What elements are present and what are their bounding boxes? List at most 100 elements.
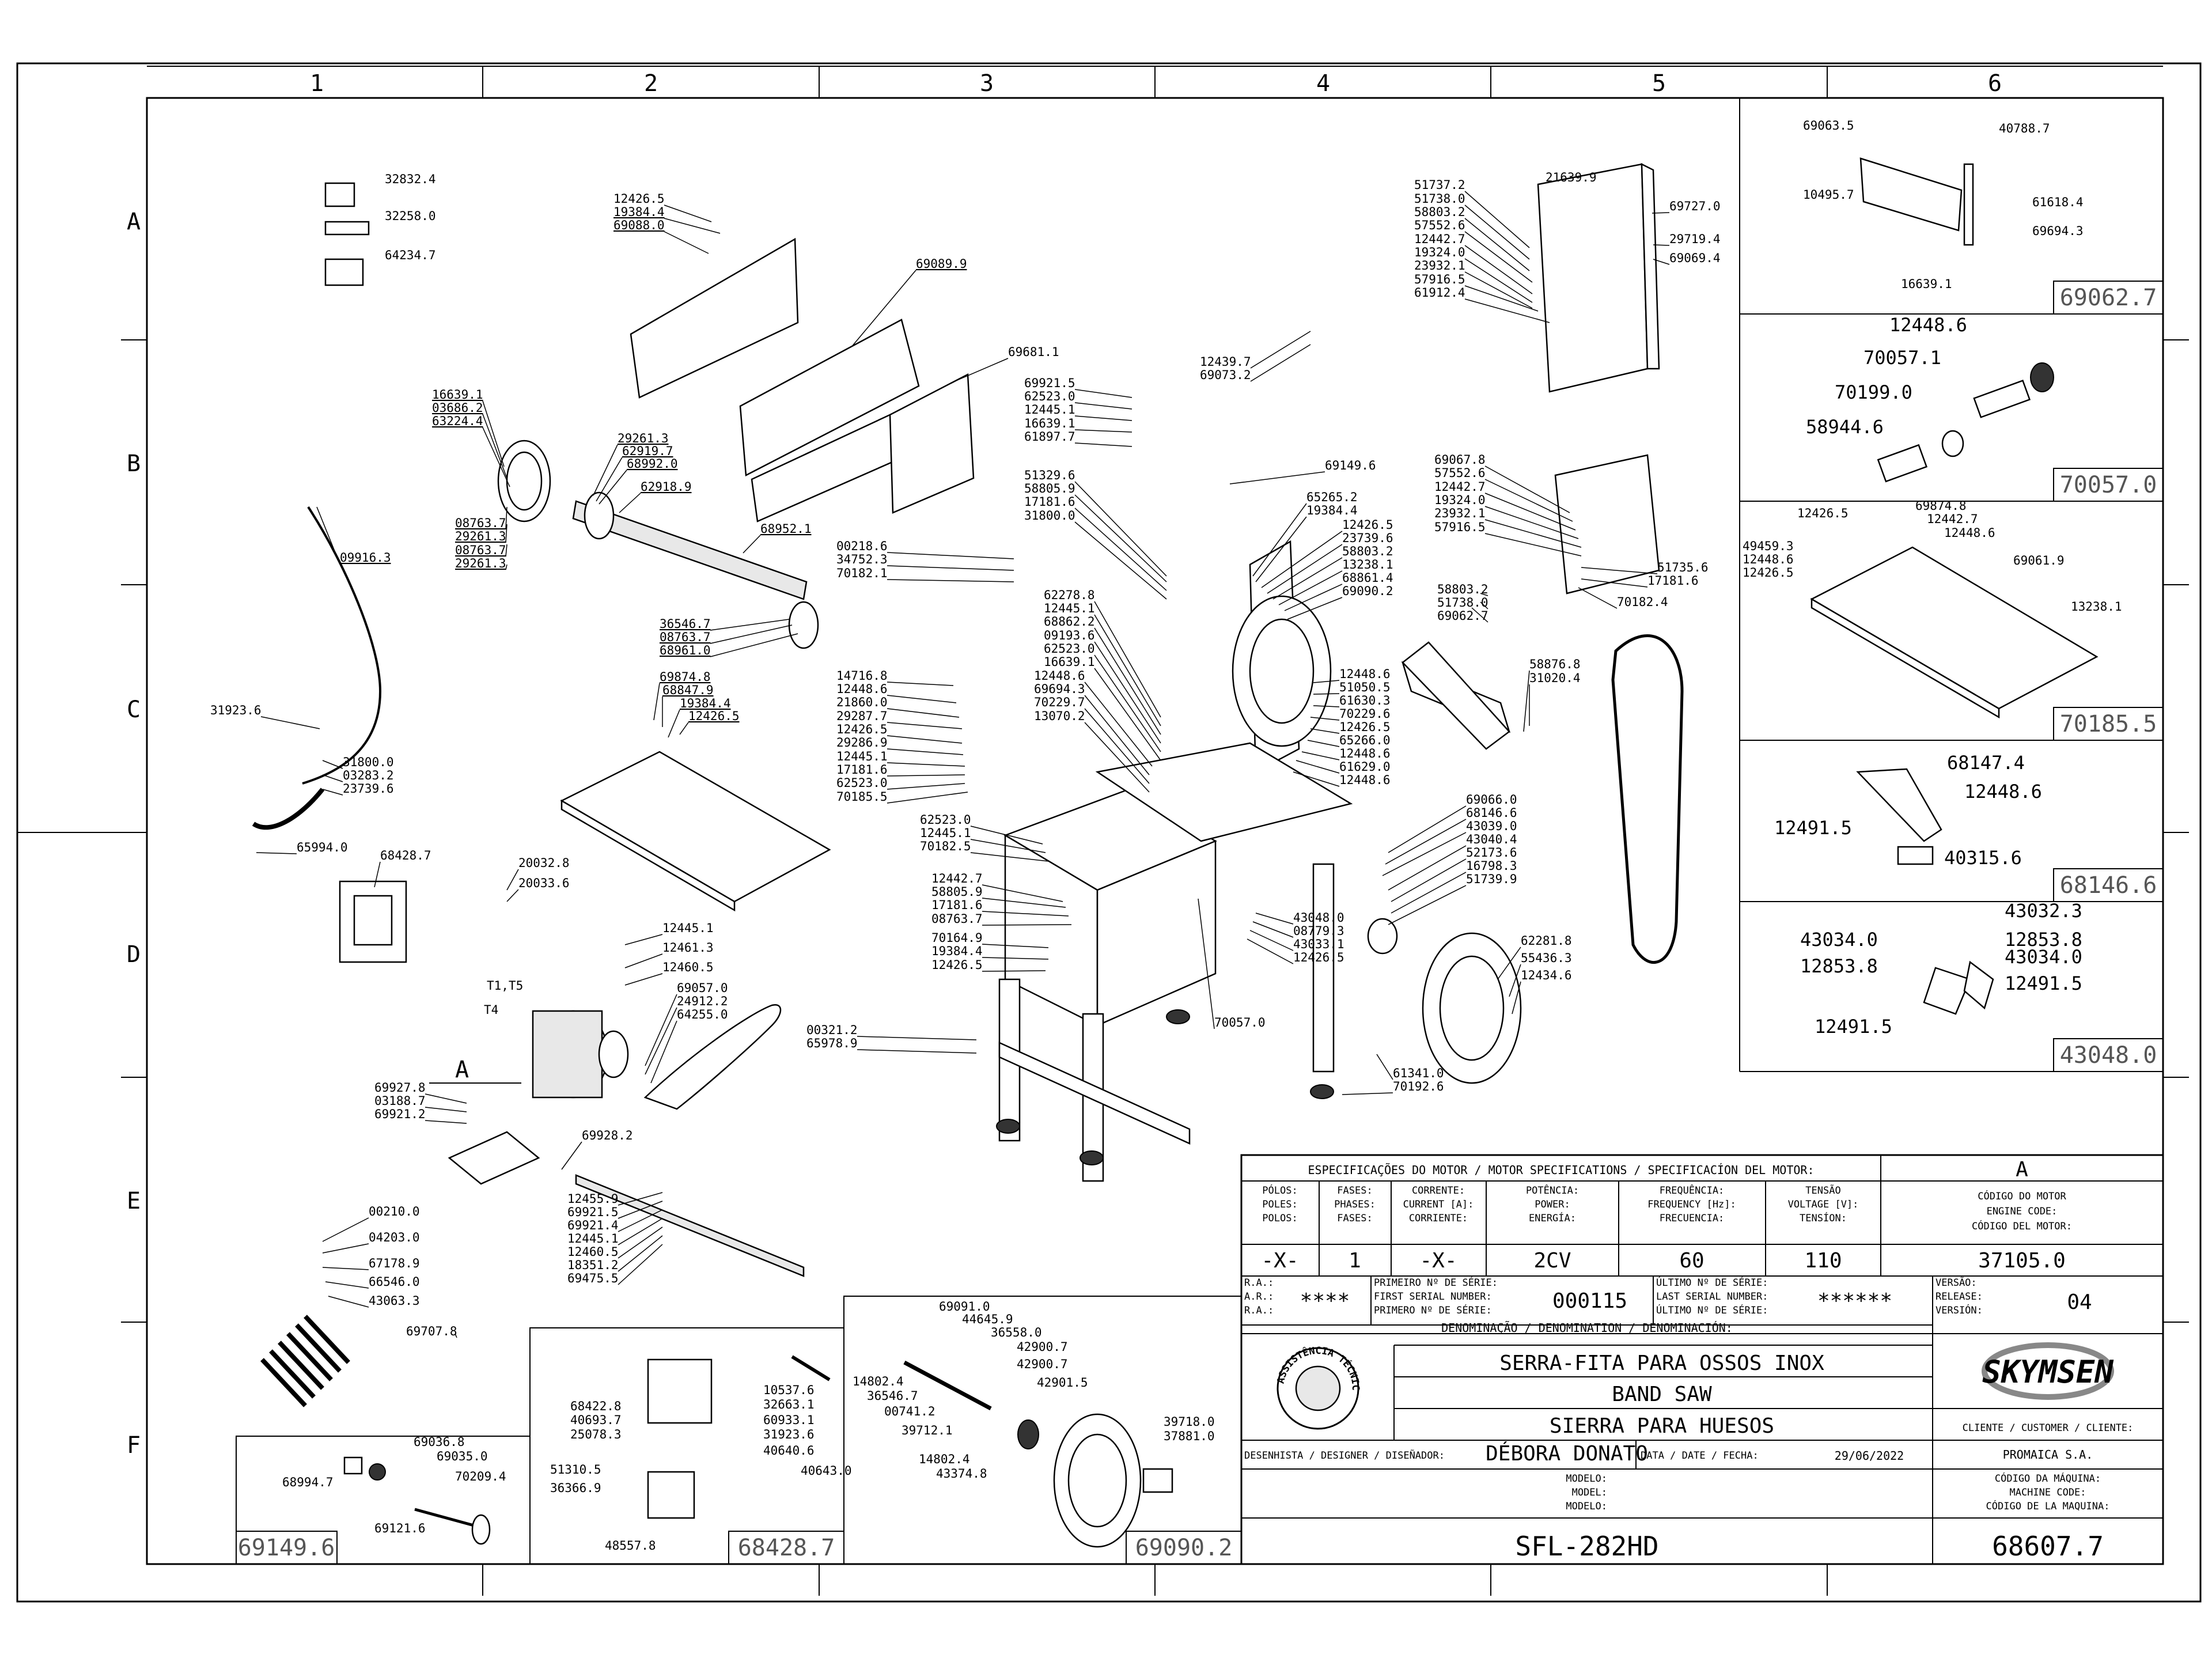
svg-text:MODELO:: MODELO: (1566, 1473, 1607, 1485)
callout-leader (1094, 654, 1161, 752)
inset-part-callout: 69063.5 (1803, 119, 1854, 132)
part-callout: 03188.7 (374, 1094, 426, 1108)
callout-leader (624, 934, 663, 945)
part-callout: 43039.0 (1466, 819, 1517, 833)
part-callout: 12445.1 (920, 826, 971, 840)
callout-leader (505, 564, 507, 570)
callout-leader (322, 774, 343, 782)
callout-leader (618, 1201, 663, 1219)
callout-leader (1391, 858, 1467, 902)
callout-leader (624, 953, 663, 968)
title-block: ESPECIFICAÇÕES DO MOTOR / MOTOR SPECIFIC… (0, 0, 2164, 1565)
callout-leader (1074, 389, 1132, 398)
callout-leader (482, 414, 507, 479)
part-callout: 19324.0 (1434, 493, 1486, 507)
part-callout: 12445.1 (1044, 601, 1095, 615)
product-name-es: SIERRA PARA HUESOS (1550, 1414, 1774, 1438)
callout-leader (1484, 519, 1582, 548)
part-callout: 12434.6 (1521, 968, 1572, 982)
machine-code: 68607.7 (1992, 1531, 2104, 1562)
part-callout: 69090.2 (1342, 584, 1393, 598)
callout-leader (599, 470, 627, 505)
saw-blade (1611, 634, 1684, 964)
callout-leader (1267, 544, 1343, 594)
part-callout: 69727.0 (1669, 199, 1721, 213)
callout-leader (1250, 331, 1311, 369)
part-callout: 17181.6 (931, 898, 983, 912)
inset-part-callout: 68147.4 (1947, 752, 2025, 774)
part-callout: 32832.4 (385, 172, 436, 186)
part-callout: 69694.3 (1034, 682, 1085, 696)
spec-label: FREQUENCY [Hz]: (1647, 1199, 1736, 1210)
callout-leader (982, 898, 1066, 908)
inset-part-callout: 37881.0 (1164, 1429, 1215, 1443)
callout-leader (1388, 845, 1467, 891)
spec-label: ENERGÍA: (1529, 1212, 1576, 1224)
part-callout: 08779.3 (1293, 924, 1344, 938)
product-name-en: BAND SAW (1612, 1383, 1712, 1406)
spec-value: 2CV (1533, 1249, 1571, 1273)
revision-letter: A (2016, 1158, 2028, 1182)
inset-part-callout: 43374.8 (936, 1467, 987, 1481)
part-callout: 29286.9 (836, 736, 888, 749)
part-callout: 12426.5 (1342, 518, 1393, 532)
inset-code: 69062.7 (2060, 285, 2157, 311)
callout-leader (1578, 587, 1618, 609)
part-callout: 62281.8 (1521, 934, 1572, 948)
part-callout: 65978.9 (806, 1036, 858, 1050)
part-callout: 43040.4 (1466, 832, 1517, 846)
part-callout: 29719.4 (1669, 232, 1721, 246)
part-callout: 08763.7 (660, 630, 711, 644)
part-callout: 16639.1 (1024, 417, 1075, 430)
callout-leader (887, 783, 965, 790)
inset-part-callout: 44645.9 (962, 1312, 1013, 1326)
callout-leader (1074, 508, 1167, 591)
inset-part-callout: 48557.8 (605, 1539, 656, 1553)
callout-leader (593, 444, 618, 496)
part-callout: 12442.7 (1434, 480, 1486, 494)
grid-row-label: A (127, 209, 141, 235)
guard-sheet (889, 373, 975, 514)
part-callout: 08763.7 (455, 516, 506, 530)
part-callout: 29261.3 (455, 556, 506, 570)
part-callout: 08763.7 (931, 912, 983, 926)
part-callout: 21860.0 (836, 695, 888, 709)
callout-leader (1074, 442, 1132, 447)
part-callout: 12448.6 (1339, 773, 1391, 787)
part-callout: 12439.7 (1200, 355, 1251, 369)
part-callout: 12426.5 (836, 722, 888, 736)
grid-column-label: 6 (1988, 70, 2002, 97)
callout-leader (505, 544, 507, 557)
part-callout: 69057.0 (677, 981, 728, 995)
inset-part-callout: 42900.7 (1017, 1357, 1068, 1371)
callout-leader (1094, 627, 1161, 735)
denomination-header: DENOMINAÇÃO / DENOMINATION / DENOMINACIÓ… (1441, 1321, 1733, 1335)
part-callout: 23739.6 (343, 782, 394, 796)
callout-leader (950, 358, 1009, 384)
inset-code: 70057.0 (2060, 472, 2157, 498)
callout-leader (887, 708, 960, 718)
callout-leader (887, 762, 965, 767)
part-callout: 70164.9 (931, 931, 983, 945)
part-callout: 58803.2 (1437, 582, 1488, 596)
part-callout: 70182.5 (920, 839, 971, 853)
part-callout: 12460.5 (567, 1245, 619, 1259)
part-callout: 51738.0 (1437, 596, 1488, 609)
callout-leader (1512, 981, 1521, 1014)
inset-part-callout: 12448.6 (1889, 314, 1967, 336)
part-callout: 00210.0 (369, 1205, 420, 1218)
brand-logo-text: SKYMSEN (1982, 1354, 2114, 1390)
product-name-pt: SERRA-FITA PARA OSSOS INOX (1499, 1351, 1824, 1375)
callout-leader (887, 552, 1014, 559)
callout-leader (325, 1281, 369, 1289)
spec-label: POWER: (1535, 1199, 1570, 1210)
part-callout: 03686.2 (432, 401, 483, 415)
part-callout: 12445.1 (836, 749, 888, 763)
callout-leader (322, 1243, 369, 1254)
inset-part-callout: 69036.8 (414, 1435, 465, 1449)
inset-codes: 69062.7 70057.0 70185.5 68146.6 43048.0 … (238, 285, 2157, 1561)
svg-text:VERSÃO:: VERSÃO: (1936, 1276, 1977, 1289)
part-callout: 12448.6 (1339, 667, 1391, 681)
callout-leader (710, 619, 790, 631)
